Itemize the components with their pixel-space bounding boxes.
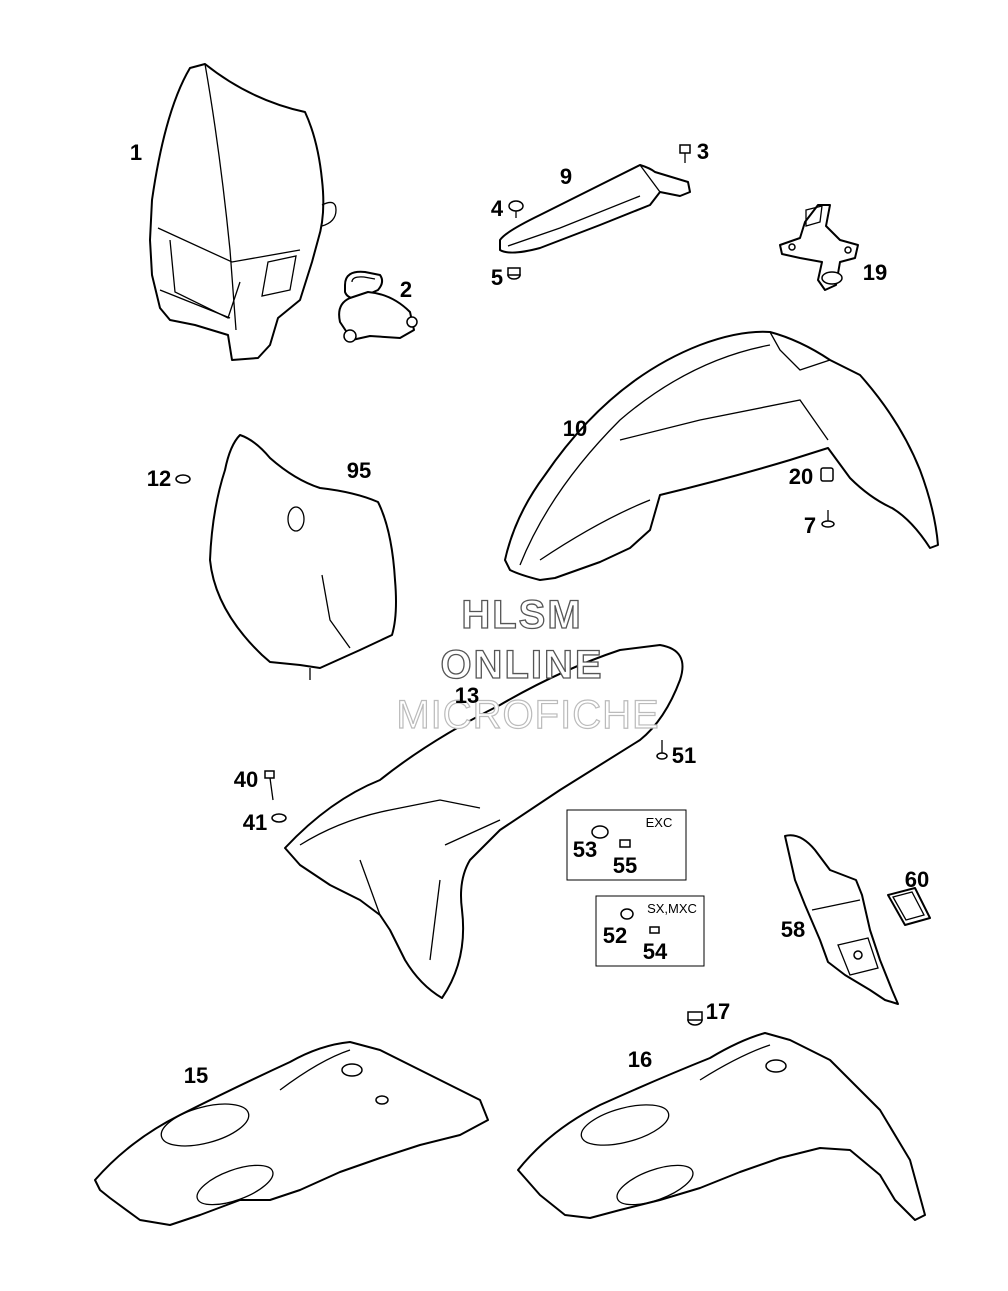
part-screw-4 (508, 200, 524, 218)
callout-1: 1 (130, 140, 142, 165)
callout-9: 9 (560, 164, 572, 189)
callout-51: 51 (672, 743, 696, 768)
callout-4: 4 (491, 196, 504, 221)
part-headlight-mask (149, 63, 337, 361)
callout-41: 41 (243, 810, 267, 835)
part-rear-fender (284, 644, 684, 999)
callout-5: 5 (491, 265, 503, 290)
part-screw-3 (679, 144, 691, 163)
callout-13: 13 (455, 683, 479, 708)
box-sxmxc-label: SX,MXC (647, 901, 697, 916)
callout-19: 19 (863, 260, 887, 285)
part-nut-17 (687, 1011, 703, 1026)
callout-95: 95 (347, 458, 371, 483)
callout-7: 7 (804, 513, 816, 538)
callout-12: 12 (147, 466, 171, 491)
part-screw-40 (264, 770, 275, 801)
part-nut-5 (507, 267, 521, 280)
part-screw-12 (175, 474, 191, 484)
part-front-fender-15 (94, 1041, 489, 1226)
part-front-fender-16 (517, 1032, 926, 1221)
part-number-plate (209, 434, 397, 680)
callout-15: 15 (184, 1063, 208, 1088)
callout-20: 20 (789, 464, 813, 489)
watermark-line1: HLSM (461, 593, 582, 637)
box-exc-label: EXC (646, 815, 673, 830)
callout-2: 2 (400, 277, 412, 302)
part-front-fender (504, 330, 939, 581)
callout-60: 60 (905, 867, 929, 892)
callout-53: 53 (573, 837, 597, 862)
callout-10: 10 (563, 416, 587, 441)
part-reflector (887, 887, 931, 926)
part-screw-7 (821, 510, 835, 528)
callout-17: 17 (706, 999, 730, 1024)
callout-58: 58 (781, 917, 805, 942)
box-sxmxc (595, 895, 705, 967)
part-nut-20 (820, 467, 834, 482)
part-bracket (779, 204, 859, 291)
part-plate-holder (784, 834, 899, 1005)
callout-3: 3 (697, 139, 709, 164)
part-clamp (338, 270, 418, 343)
watermark-line3: MICROFICHE (396, 693, 659, 737)
part-strip (499, 164, 691, 254)
part-screw-51 (656, 740, 668, 760)
callout-55: 55 (613, 853, 637, 878)
callout-52: 52 (603, 923, 627, 948)
callout-54: 54 (643, 939, 668, 964)
watermark-line2: ONLINE (440, 643, 603, 687)
callout-16: 16 (628, 1047, 652, 1072)
callout-40: 40 (234, 767, 258, 792)
box-exc (566, 809, 687, 881)
part-washer-41 (271, 813, 287, 823)
